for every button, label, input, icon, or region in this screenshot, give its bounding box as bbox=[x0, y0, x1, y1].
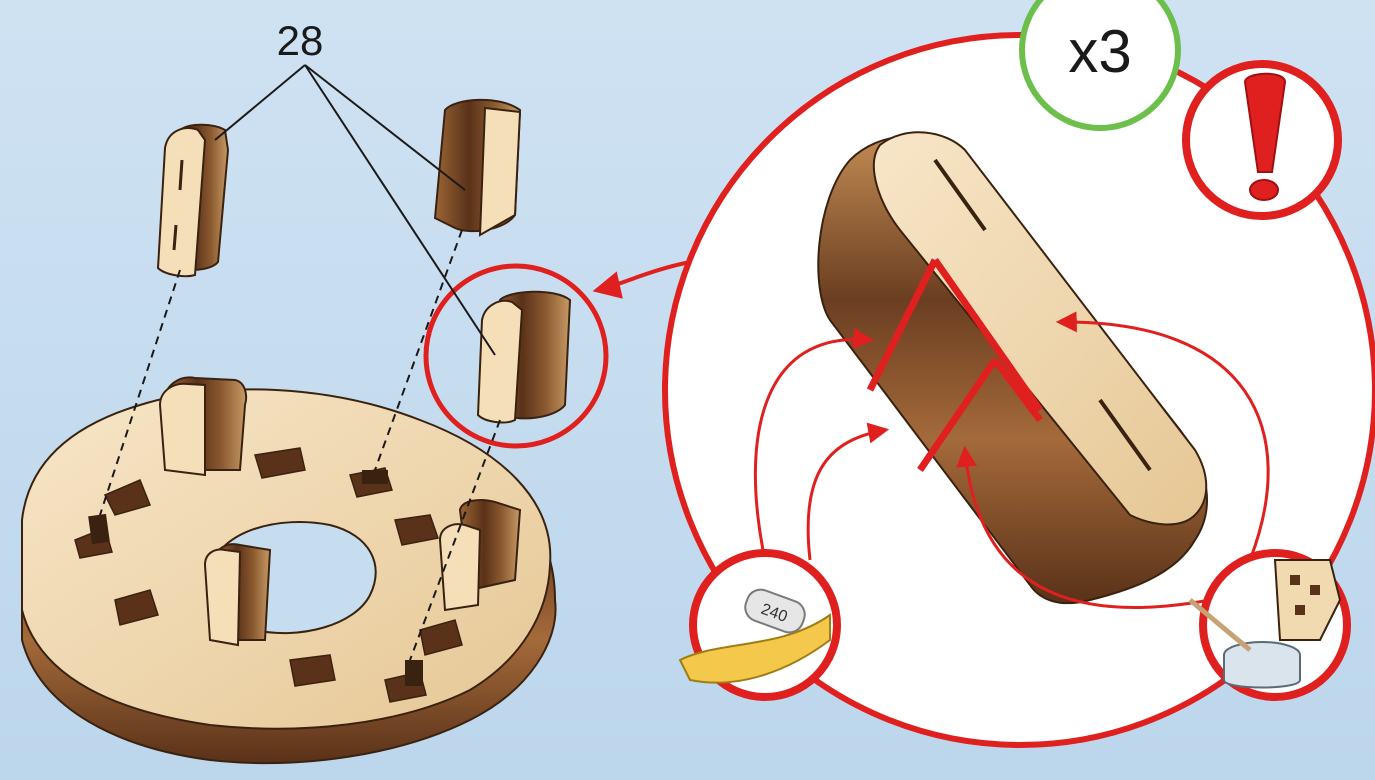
highlighted-piece bbox=[426, 266, 606, 446]
mounted-piece-1 bbox=[160, 377, 246, 475]
sandpaper-240-icon: 240 bbox=[680, 553, 837, 697]
exclamation-warning-icon bbox=[1186, 64, 1338, 216]
floating-piece-right bbox=[435, 100, 520, 235]
mounted-piece-2 bbox=[205, 544, 270, 645]
quantity-badge: x3 bbox=[1022, 0, 1178, 128]
part-number-label: 28 bbox=[277, 17, 324, 64]
quantity-label: x3 bbox=[1068, 18, 1131, 85]
floating-piece-left bbox=[158, 125, 228, 276]
